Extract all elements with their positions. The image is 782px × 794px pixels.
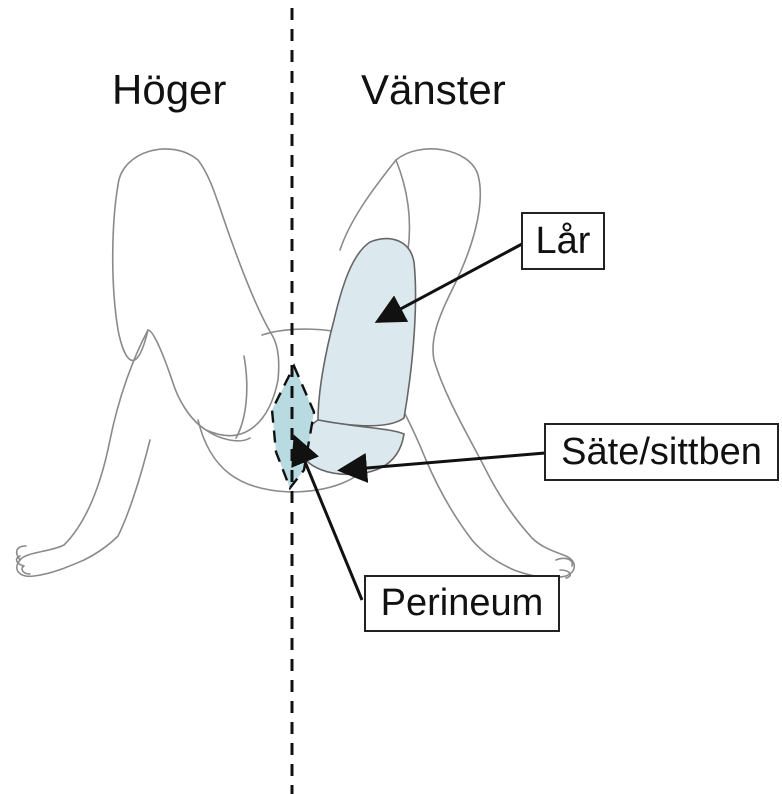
perineum-callout: Perineum — [364, 575, 560, 632]
right-leg-outline — [17, 149, 279, 576]
left-side-label: Vänster — [361, 66, 506, 114]
buttock-callout: Säte/sittben — [544, 423, 779, 481]
right-foot-toes — [17, 546, 30, 574]
right-side-label: Höger — [112, 66, 226, 114]
thigh-callout: Lår — [521, 212, 605, 270]
thigh-region — [318, 239, 416, 426]
